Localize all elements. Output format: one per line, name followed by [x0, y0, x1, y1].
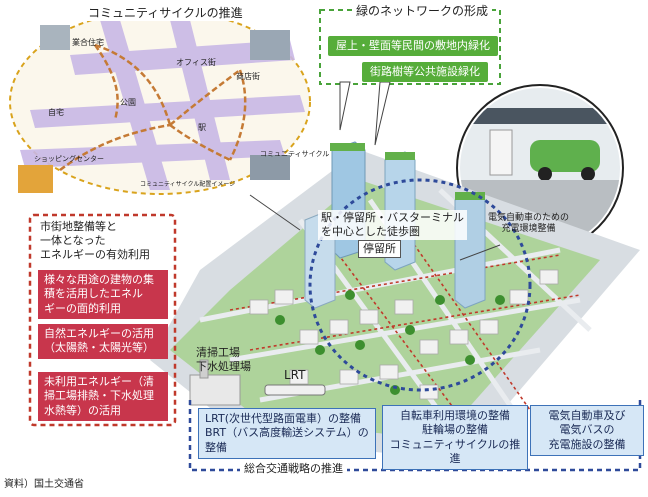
green-network-item-private: 屋上・壁面等民間の敷地内緑化 [328, 36, 498, 57]
sewage-plant-label: 下水処理場 [196, 360, 251, 373]
energy-item-district: 様々な用途の建物の集 積を活用したエネル ギーの面的利用 [38, 270, 168, 319]
energy-item-unused: 未利用エネルギー（清 掃工場排熱・下水処理 水熱等）の活用 [38, 372, 168, 421]
map-label-station: 駅 [198, 123, 206, 132]
map-label-shopping-center: ショッピングセンター [34, 155, 104, 163]
map-label-home: 自宅 [48, 108, 64, 117]
community-cycle-title: コミュニティサイクルの推進 [84, 6, 247, 21]
map-label-park: 公園 [120, 98, 136, 107]
map-label-shopping-street: 商店街 [236, 72, 260, 81]
green-network-title: 緑のネットワークの形成 [352, 4, 493, 19]
transport-strategy-title: 総合交通戦略の推進 [240, 462, 347, 476]
ev-caption: 電気自動車のための 充電環境整備 [488, 213, 570, 235]
incinerator-label: 清掃工場 [196, 346, 240, 359]
strategy-item-lrt-brt: LRT(次世代型路面電車）の整備 BRT（バス高度輸送システム）の整備 [198, 408, 376, 459]
energy-item-natural: 自然エネルギーの活用 （太陽熱・太陽光等） [38, 324, 168, 359]
city-district [150, 141, 640, 460]
lrt-label: LRT [284, 368, 306, 382]
green-network-item-public: 街路樹等公共施設緑化 [362, 62, 488, 83]
map-legend-note: コミュニティサイクル配置イメージ [140, 181, 236, 188]
map-label-community-cycle: コミュニティサイクル [260, 150, 330, 158]
energy-frame [28, 213, 177, 427]
community-cycle-map [9, 9, 311, 195]
energy-title: 市街地整備等と 一体となった エネルギーの有効利用 [40, 220, 150, 261]
map-label-housing: 業合住宅 [72, 38, 104, 47]
walking-zone-label: 駅・停留所・バスターミナル を中心とした徒歩圏 [318, 210, 467, 240]
walking-zone-oval [308, 178, 532, 392]
strategy-item-bicycle: 自転車利用環境の整備 駐輪場の整備 コミュニティサイクルの推進 [382, 405, 528, 471]
stop-label: 停留所 [358, 240, 401, 258]
strategy-item-ev: 電気自動車及び 電気バスの 充電施設の整備 [530, 405, 644, 456]
source-note: 資料）国土交通省 [4, 479, 84, 490]
map-label-office: オフィス街 [176, 58, 216, 67]
